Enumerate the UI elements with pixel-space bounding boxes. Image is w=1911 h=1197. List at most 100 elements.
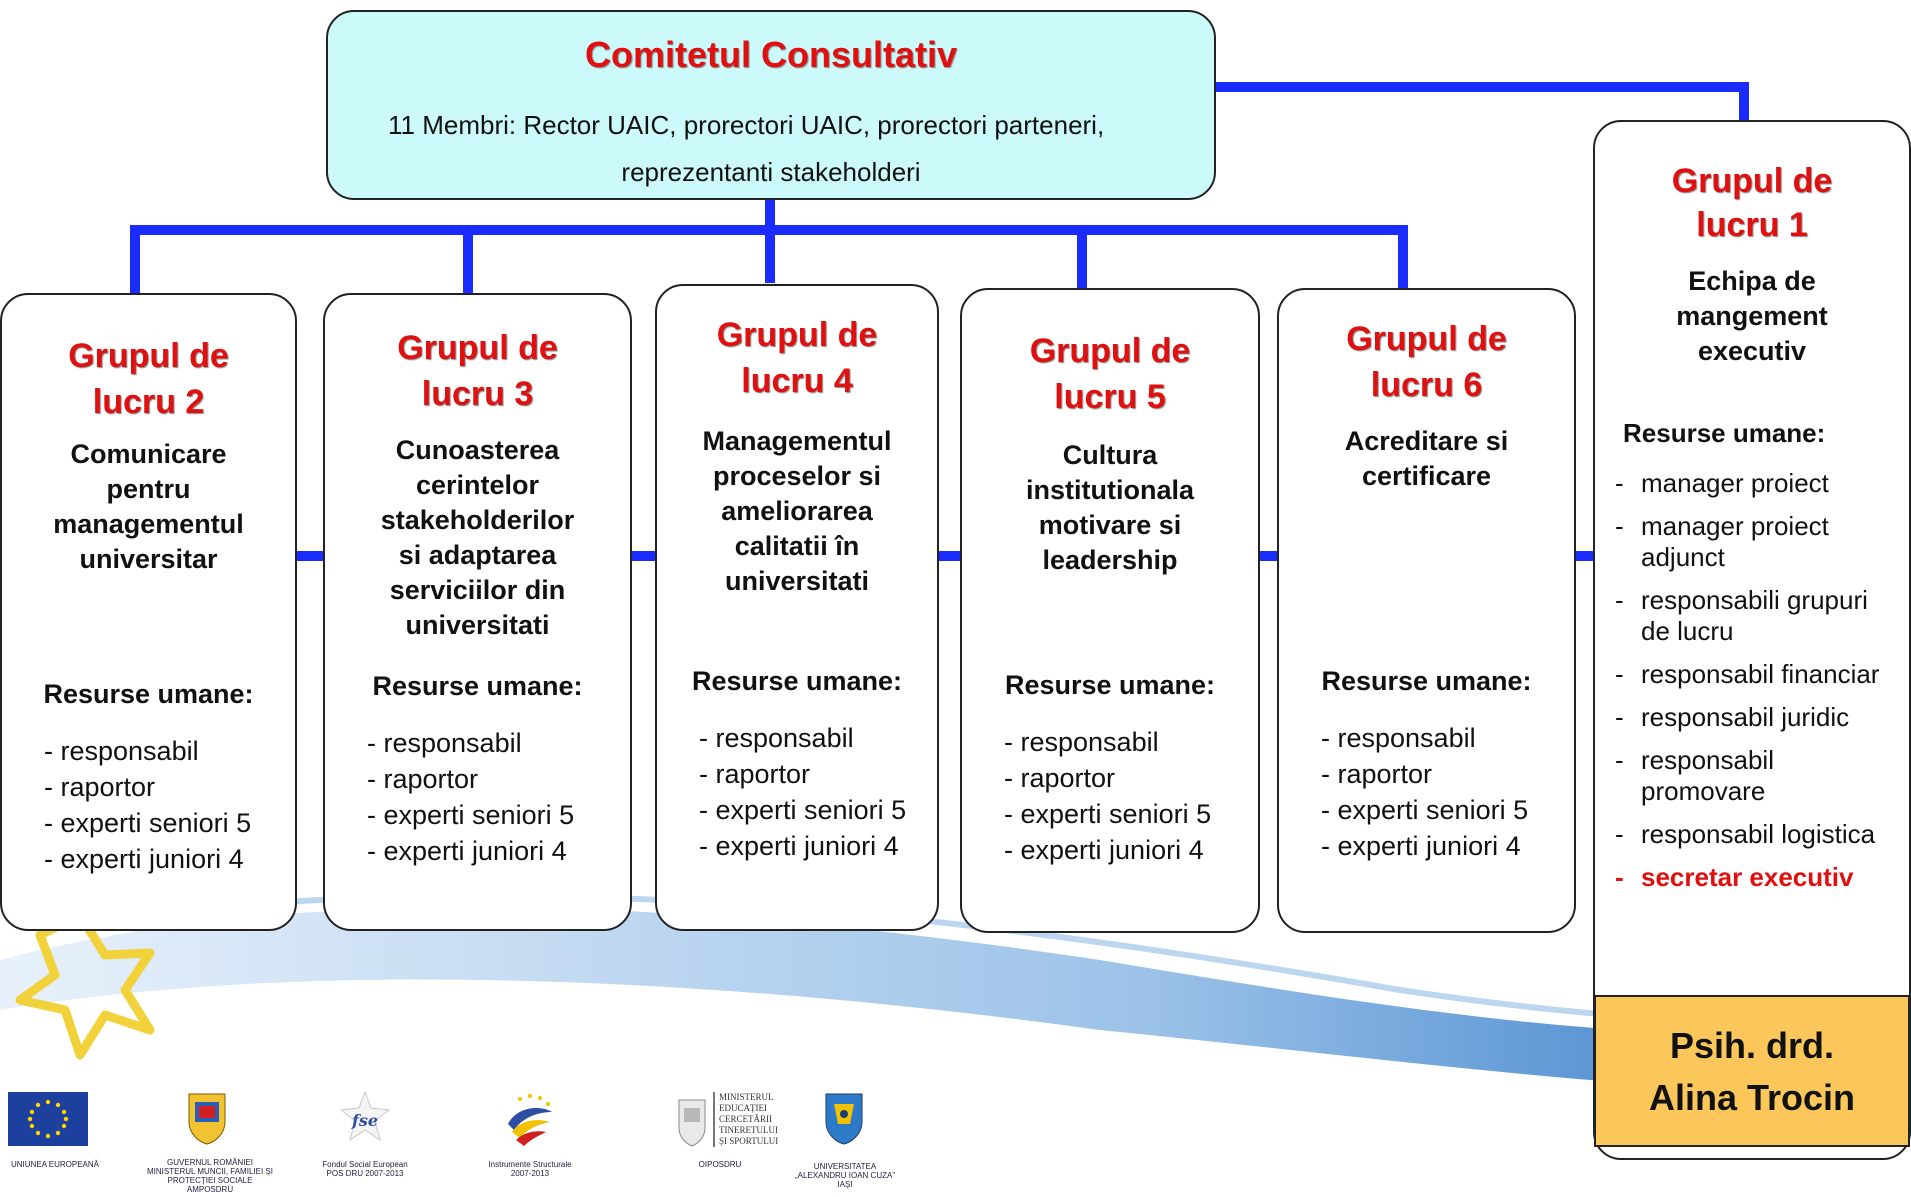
instrumente-caption-line: 2007-2013 <box>510 1169 550 1178</box>
group-resources-heading: Resurse umane: <box>1321 666 1532 696</box>
group-subtitle-line: Cultura <box>1062 440 1158 470</box>
committee-members-line1: 11 Membri: Rector UAIC, prorectori UAIC,… <box>388 110 1105 140</box>
fse-mark: fse <box>351 1111 378 1130</box>
group-title-line1: Grupul de <box>1029 332 1191 370</box>
group-subtitle-line: Managementul <box>702 426 892 456</box>
exec-subtitle-line: executiv <box>1697 336 1807 366</box>
ministry-mark-line: ȘI SPORTULUI <box>719 1136 779 1146</box>
group-resources-list: responsabilraportorexperti seniori 5expe… <box>1321 720 1529 864</box>
uaic-caption: UNIVERSITATEA „ALEXANDRU IOAN CUZA” IAȘI <box>790 1162 900 1189</box>
group-resource-item: experti seniori 5 <box>367 797 575 833</box>
group-resources-heading: Resurse umane: <box>691 666 903 696</box>
eu-flag-icon <box>8 1092 88 1146</box>
exec-resources-list: manager proiect manager proiect adjunct … <box>1607 468 1897 905</box>
uaic-caption-line: UNIVERSITATEA <box>813 1162 877 1171</box>
group-subtitle-line: universitati <box>405 610 550 640</box>
romania-caption-line: MINISTERUL MUNCII, FAMILIEI ȘI <box>147 1167 273 1176</box>
group-title-line2: lucru 5 <box>1054 378 1166 416</box>
group-subtitle-line: stakeholderilor <box>380 505 575 535</box>
connector-drop-g3 <box>463 225 473 295</box>
group-resource-item: raportor <box>1321 756 1528 792</box>
group-title-line1: Grupul de <box>397 329 558 367</box>
group-resource-item: responsabil <box>1321 720 1528 756</box>
group-title-line2: lucru 4 <box>741 362 853 400</box>
group-resource-item: experti seniori 5 <box>44 805 252 841</box>
group-title-line2: lucru 3 <box>421 375 534 413</box>
group-title-line1: Grupul de <box>1346 320 1507 358</box>
group-resource-item: experti juniori 4 <box>367 833 574 869</box>
group-resource-item: raportor <box>367 761 574 797</box>
group-box-5: Grupul de lucru 5 Cultura institutionala mot… <box>960 288 1260 933</box>
romania-caption-line: GUVERNUL ROMÂNIEI <box>167 1158 253 1167</box>
exec-resource-item: responsabil financiar <box>1607 659 1897 690</box>
group-subtitle: Cultura institutionala motivare si leadersh… <box>962 438 1258 578</box>
group-subtitle-line: serviciilor din <box>389 575 566 605</box>
ministry-education-icon: MINISTERUL EDUCAȚIEI CERCETĂRII TINERETU… <box>675 1092 780 1154</box>
connector-groups-horizontal <box>290 551 1610 561</box>
group-resource-item: responsabil <box>44 733 251 769</box>
group-title-line1: Grupul de <box>716 316 878 354</box>
group-subtitle-line: universitar <box>79 544 218 574</box>
group-resources-heading: Resurse umane: <box>43 679 254 709</box>
group-resource-item: experti juniori 4 <box>44 841 251 877</box>
committee-box: Comitetul Consultativ 11 Membri: Rector … <box>326 10 1216 200</box>
group-resource-item: experti juniori 4 <box>1004 832 1211 868</box>
exec-subtitle-line: mangement <box>1676 301 1828 331</box>
group-subtitle-line: certificare <box>1361 461 1492 491</box>
group-subtitle-line: Cunoasterea <box>395 435 560 465</box>
committee-members-line2: reprezentanti stakeholderi <box>621 157 921 187</box>
exec-resources-heading: Resurse umane: <box>1623 418 1826 448</box>
group-subtitle-line: institutionala <box>1026 475 1194 505</box>
fse-caption-line: POS DRU 2007-2013 <box>326 1169 404 1178</box>
eu-caption: UNIUNEA EUROPEANĂ <box>10 1160 100 1169</box>
group-subtitle-line: motivare si <box>1038 510 1182 540</box>
uaic-crest-icon <box>822 1090 866 1146</box>
group-subtitle-line: leadership <box>1042 545 1178 575</box>
group-resources-list: responsabilraportorexperti seniori 5expe… <box>44 733 252 877</box>
group-subtitle-line: Comunicare <box>70 439 227 469</box>
group-subtitle-line: managementul <box>53 509 244 539</box>
uaic-caption-line: „ALEXANDRU IOAN CUZA” <box>794 1171 895 1180</box>
uaic-caption-line: IAȘI <box>837 1180 853 1189</box>
ministry-caption: OIPOSDRU <box>698 1160 742 1169</box>
group-resource-item: responsabil <box>699 720 906 756</box>
committee-title: Comitetul Consultativ <box>584 34 957 75</box>
group-resource-item: experti seniori 5 <box>1004 796 1212 832</box>
exec-resource-item: responsabili grupuri de lucru <box>1607 585 1897 647</box>
group-resources-list: responsabilraportorexperti seniori 5expe… <box>1004 724 1212 868</box>
exec-group-box: Grupul de lucru 1 Echipa de mangement ex… <box>1593 120 1911 1160</box>
romania-caption-line: AMPOSDRU <box>186 1185 234 1194</box>
connector-committee-vertical <box>765 198 775 283</box>
ministry-mark: MINISTERUL EDUCAȚIEI CERCETĂRII TINERETU… <box>713 1092 787 1147</box>
group-resource-item: experti seniori 5 <box>699 792 907 828</box>
exec-group-title-line1: Grupul de <box>1671 162 1833 200</box>
group-subtitle-line: calitatii în <box>734 531 860 561</box>
instrumente-caption: Instrumente Structurale 2007-2013 <box>470 1160 590 1178</box>
exec-resource-item: manager proiect adjunct <box>1607 511 1897 573</box>
exec-resource-item: responsabil logistica <box>1607 819 1897 850</box>
name-box-line1: Psih. drd. <box>1669 1025 1835 1066</box>
connector-committee-horizontal-right <box>1215 82 1749 92</box>
group-resource-item: experti seniori 5 <box>1321 792 1529 828</box>
romania-coat-of-arms-icon <box>185 1088 229 1146</box>
name-box-line2: Alina Trocin <box>1648 1077 1856 1118</box>
exec-resource-item: responsabil juridic <box>1607 702 1897 733</box>
fse-logo-icon: fse <box>335 1090 395 1146</box>
exec-resource-item: manager proiect <box>1607 468 1897 499</box>
group-box-3: Grupul de lucru 3 Cunoasterea cerintelor sta… <box>323 293 632 931</box>
fse-caption: Fondul Social European POS DRU 2007-2013 <box>305 1160 425 1178</box>
connector-drop-g6 <box>1398 225 1408 290</box>
exec-subtitle-line: Echipa de <box>1688 266 1816 296</box>
group-resources-heading: Resurse umane: <box>372 671 583 701</box>
group-subtitle-line: cerintelor <box>415 470 540 500</box>
fse-caption-line: Fondul Social European <box>322 1160 408 1169</box>
ministry-mark-line: MINISTERUL <box>719 1092 774 1102</box>
group-title-line2: lucru 6 <box>1370 366 1483 404</box>
connector-exec-vertical <box>1739 82 1749 122</box>
